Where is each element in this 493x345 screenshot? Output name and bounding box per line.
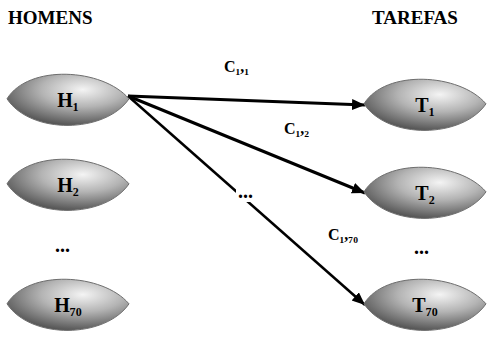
- node-label: T₂: [415, 182, 434, 204]
- arrow-connector: [128, 96, 365, 105]
- node-label: T₇₀: [412, 294, 437, 316]
- cost-label: C₁,₇₀: [326, 226, 360, 244]
- ellipsis-mark: ...: [236, 180, 255, 202]
- ellipsis-mark: ...: [55, 234, 70, 256]
- stone-outline: [7, 159, 129, 210]
- node-label: H₁: [57, 89, 79, 111]
- stone-node: H₂: [6, 156, 130, 214]
- stone-outline: [364, 167, 486, 218]
- stone-node: H₇₀: [6, 276, 130, 334]
- node-label: H₂: [57, 174, 79, 196]
- stone-outline: [7, 74, 129, 125]
- arrow-connector: [128, 96, 365, 193]
- stone-node: H₁: [6, 71, 130, 129]
- ellipsis-mark: ...: [414, 236, 429, 258]
- cost-label: C₁,₁: [222, 58, 251, 76]
- node-label: H₇₀: [54, 294, 82, 316]
- column-heading: HOMENS: [8, 8, 92, 29]
- stone-outline: [7, 279, 129, 330]
- node-label: T₁: [415, 94, 434, 116]
- stone-outline: [364, 79, 486, 130]
- cost-label: C₁,₂: [282, 120, 311, 138]
- column-heading: TAREFAS: [372, 8, 458, 29]
- stone-node: T₇₀: [363, 276, 487, 334]
- stone-node: T₁: [363, 76, 487, 134]
- stone-outline: [364, 279, 486, 330]
- stone-node: T₂: [363, 164, 487, 222]
- arrow-connector: [128, 96, 365, 305]
